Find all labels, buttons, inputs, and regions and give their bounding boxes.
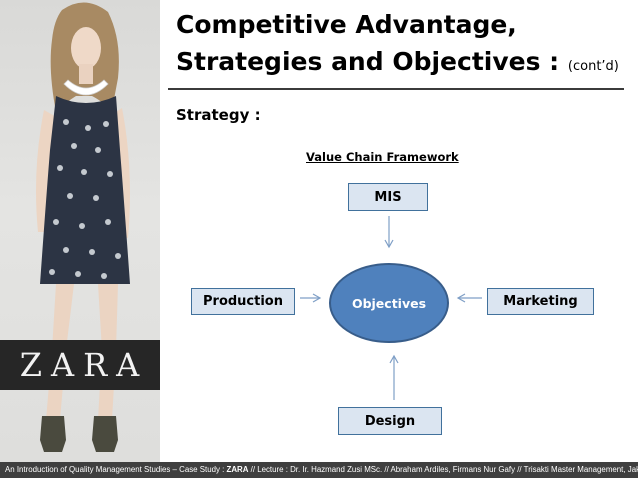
box-design: Design xyxy=(338,407,442,435)
box-marketing: Marketing xyxy=(487,288,594,315)
title-line-2-text: Strategies and Objectives : xyxy=(176,47,560,76)
title-divider xyxy=(168,88,624,90)
box-production: Production xyxy=(191,288,295,315)
objectives-ellipse: Objectives xyxy=(329,263,449,343)
footer-brand: ZARA xyxy=(226,465,249,474)
title-line-2: Strategies and Objectives : (cont’d) xyxy=(176,43,626,85)
section-label: Strategy : xyxy=(176,106,261,124)
box-mis: MIS xyxy=(348,183,428,211)
footer-prefix: An Introduction of Quality Management St… xyxy=(5,465,227,474)
zara-logo-band: ZARA xyxy=(0,340,160,390)
slide-title: Competitive Advantage, Strategies and Ob… xyxy=(176,6,626,85)
title-continued: (cont’d) xyxy=(567,59,619,74)
zara-logo: ZARA xyxy=(19,346,149,384)
model-photo: ZARA xyxy=(0,0,160,462)
model-illustration xyxy=(36,2,130,452)
footer-suffix: // Lecture : Dr. Ir. Hazmand Zusi MSc. /… xyxy=(248,465,638,474)
title-line-1: Competitive Advantage, xyxy=(176,10,517,39)
footer-bar: An Introduction of Quality Management St… xyxy=(0,462,638,478)
diagram-heading: Value Chain Framework xyxy=(306,150,459,164)
